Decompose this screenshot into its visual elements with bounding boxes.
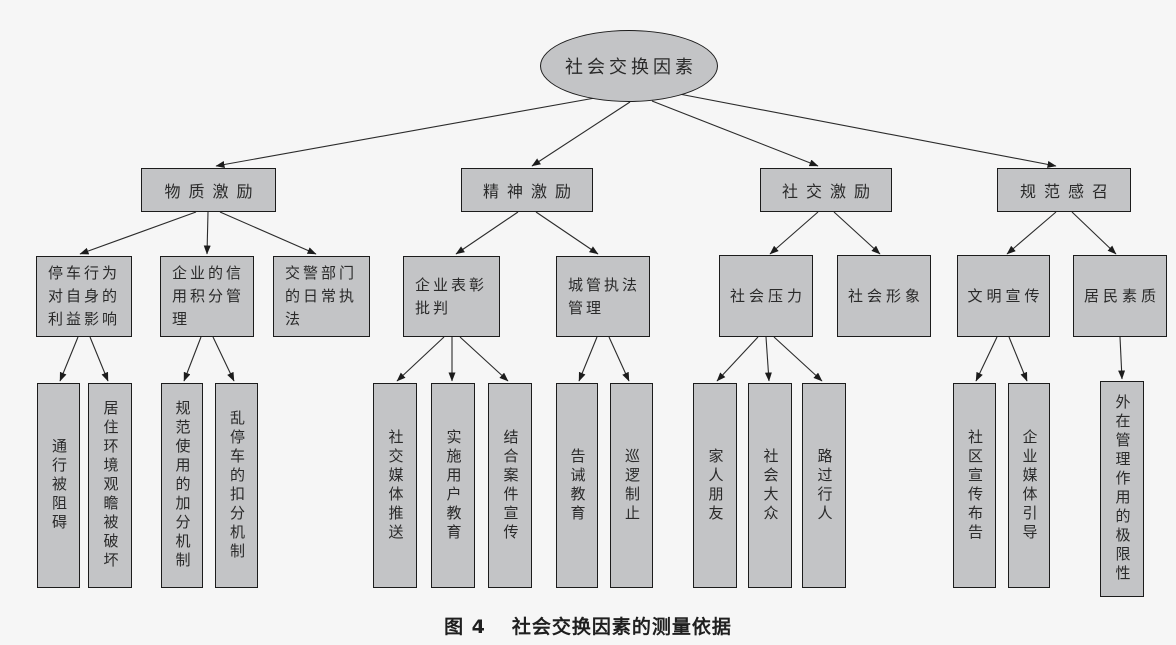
node-social-media-push: 社交媒体推送: [373, 383, 417, 588]
node-parking-behavior-self-interest: 停车行为对自身的利益影响: [36, 256, 132, 337]
connector-line: [764, 336, 772, 382]
connector-line: [608, 336, 630, 382]
connector-line: [833, 211, 881, 255]
node-social-image: 社会形象: [837, 255, 931, 337]
node-civilized-publicity: 文明宣传: [957, 255, 1050, 337]
node-material-incentive: 物质激励: [141, 168, 276, 212]
node-bonus-points-mechanism: 规范使用的加分机制: [161, 383, 203, 588]
connector-line: [59, 336, 79, 382]
node-case-publicity: 结合案件宣传: [488, 383, 532, 588]
connector-line: [531, 101, 631, 167]
figure-caption-title: 社会交换因素的测量依据: [511, 616, 732, 638]
connector-line: [212, 336, 235, 382]
connector-line: [975, 336, 998, 382]
node-patrol-deterrence: 巡逻制止: [610, 383, 653, 588]
connector-line: [716, 336, 759, 382]
node-deduction-points-mechanism: 乱停车的扣分机制: [215, 383, 258, 588]
node-normative-appeal: 规范感召: [997, 168, 1131, 212]
node-enterprise-credit-points: 企业的信用积分管理: [160, 256, 254, 337]
connector-line: [578, 336, 598, 382]
node-external-management-limit: 外在管理作用的极限性: [1100, 381, 1144, 597]
node-social-incentive: 社交激励: [760, 168, 892, 212]
figure-caption: 图 4 社会交换因素的测量依据: [0, 612, 1176, 639]
connector-line: [673, 92, 1057, 168]
connector-line: [396, 336, 445, 382]
node-community-notice: 社区宣传布告: [953, 383, 996, 588]
node-spiritual-incentive: 精神激励: [461, 168, 593, 212]
node-resident-quality: 居民素质: [1073, 255, 1167, 337]
connector-line: [1006, 211, 1057, 255]
node-living-environment-damaged: 居住环境观瞻被破坏: [88, 383, 132, 588]
connector-line: [651, 100, 819, 167]
node-root-social-exchange-factors: 社会交换因素: [540, 30, 718, 102]
connector-line: [455, 211, 519, 255]
node-warning-education: 告诫教育: [556, 383, 598, 588]
connector-line: [215, 95, 607, 168]
node-general-public: 社会大众: [748, 383, 792, 588]
connector-line: [1118, 336, 1126, 380]
connector-line: [89, 336, 109, 382]
node-social-pressure: 社会压力: [719, 255, 813, 337]
connector-line: [219, 211, 317, 255]
connector-line: [769, 211, 819, 255]
connector-line: [1008, 336, 1028, 382]
node-enterprise-praise-criticism: 企业表彰批判: [403, 256, 500, 337]
connector-line: [459, 336, 509, 382]
node-passersby: 路过行人: [802, 383, 846, 588]
connector-line: [535, 211, 599, 255]
connector-line: [203, 211, 211, 255]
figure-caption-number: 图 4: [444, 616, 486, 638]
node-user-education: 实施用户教育: [431, 383, 475, 588]
connector-line: [773, 336, 823, 382]
node-family-friends: 家人朋友: [693, 383, 737, 588]
node-passage-blocked: 通行被阻碍: [37, 383, 80, 588]
node-traffic-police-enforcement: 交警部门的日常执法: [273, 256, 370, 337]
node-urban-mgmt-enforcement: 城管执法管理: [556, 256, 650, 337]
node-enterprise-media-guidance: 企业媒体引导: [1008, 383, 1050, 588]
connector-line: [79, 211, 197, 255]
connector-line: [1071, 211, 1117, 255]
connector-line: [183, 336, 202, 382]
